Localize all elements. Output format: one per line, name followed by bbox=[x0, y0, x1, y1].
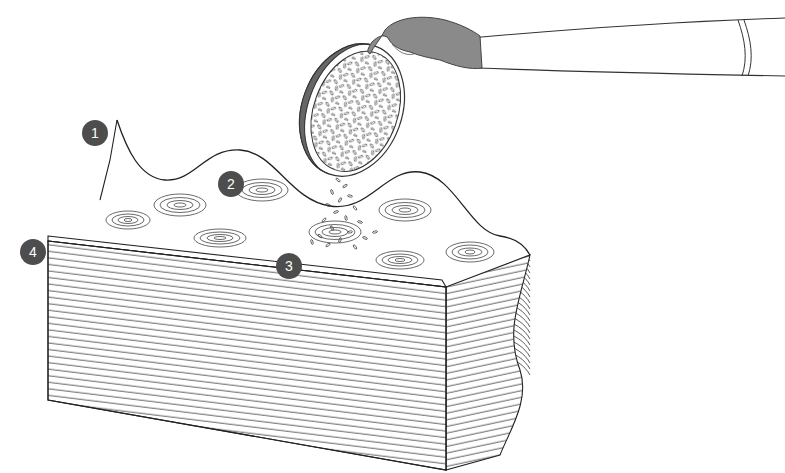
callout-number: 3 bbox=[276, 253, 302, 279]
granule-stream bbox=[310, 178, 377, 250]
slab-face bbox=[48, 241, 446, 470]
callout-number: 1 bbox=[82, 120, 108, 146]
callout-number: 2 bbox=[218, 171, 244, 197]
callout-number: 4 bbox=[20, 239, 46, 265]
bucket bbox=[282, 29, 422, 191]
wall-side bbox=[446, 255, 530, 470]
arm bbox=[368, 17, 785, 76]
